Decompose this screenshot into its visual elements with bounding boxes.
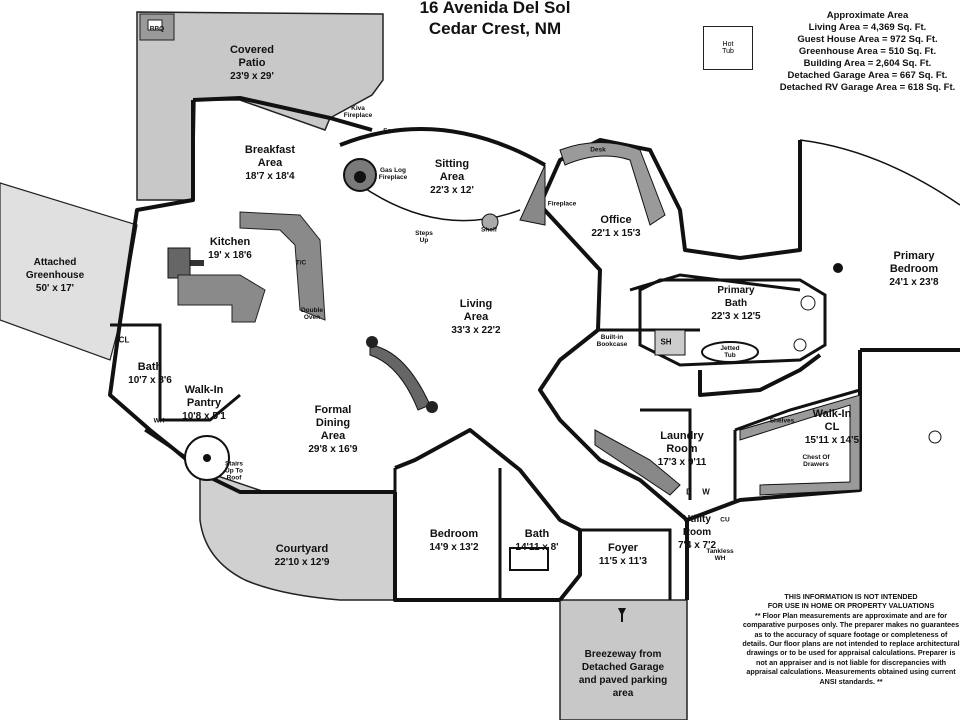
- cu-label: CU: [720, 516, 730, 524]
- disclaimer-body: ** Floor Plan measurements are approxima…: [742, 610, 960, 686]
- disclaimer: THIS INFORMATION IS NOT INTENDED FOR USE…: [742, 592, 960, 686]
- address-line2: Cedar Crest, NM: [428, 19, 562, 38]
- kiva-fireplace-label: Kiva Fireplace: [343, 105, 373, 119]
- builtin-bookcase-label: Built-in Bookcase: [596, 334, 628, 348]
- area-summary: Approximate Area Living Area = 4,369 Sq.…: [775, 10, 960, 94]
- address-line1: 16 Avenida Del Sol: [419, 0, 571, 17]
- laundry-counter: [594, 429, 681, 496]
- washer-label: W: [702, 487, 710, 497]
- room-breezeway: Breezeway from Detached Garage and paved…: [578, 649, 668, 699]
- seat-label: Seat: [383, 127, 397, 135]
- area-line: Building Area = 2,604 Sq. Ft.: [803, 58, 932, 69]
- gas-log-label: Gas Log Fireplace: [378, 167, 408, 181]
- desk-label: Desk: [590, 146, 606, 154]
- shower-label: SH: [660, 337, 672, 347]
- shelf-label: Shelf: [481, 226, 497, 234]
- kitchen-counter: [239, 211, 326, 321]
- disclaimer-heading: THIS INFORMATION IS NOT INTENDED FOR USE…: [767, 592, 935, 611]
- fireplace-label: Fireplace: [547, 200, 577, 208]
- covered-patio-area: [136, 11, 384, 201]
- area-line: Detached Garage Area = 667 Sq. Ft.: [787, 70, 948, 81]
- bbq-label: BBQ: [149, 25, 165, 33]
- office-desk: [559, 142, 666, 226]
- stairs-roof-label: Stairs Up To Roof: [224, 460, 244, 482]
- closet-label: CL: [118, 335, 130, 345]
- dryer-label: D: [686, 487, 692, 497]
- area-line: Greenhouse Area = 510 Sq. Ft.: [798, 46, 937, 57]
- hot-tub-label: Hot Tub: [703, 26, 753, 70]
- area-line: Guest House Area = 972 Sq. Ft.: [797, 34, 938, 45]
- kitchen-island: [177, 274, 266, 323]
- courtyard-area: [199, 468, 396, 601]
- area-line: Detached RV Garage Area = 618 Sq. Ft.: [779, 82, 956, 93]
- office-fireplace: [519, 164, 546, 226]
- compass-icon: [928, 430, 942, 444]
- area-line: Living Area = 4,369 Sq. Ft.: [808, 22, 927, 33]
- bbq-icon: [147, 19, 163, 31]
- area-heading: Approximate Area: [826, 10, 909, 21]
- greenhouse-area: [0, 182, 138, 361]
- double-oven-label: Double Oven: [300, 307, 324, 321]
- tc-label: T/C: [295, 259, 307, 267]
- primary-bath-outline: [638, 278, 827, 367]
- breezeway-area: [559, 599, 688, 720]
- jetted-tub-label: Jetted Tub: [720, 345, 740, 359]
- stove-icon: [167, 247, 191, 279]
- chest-drawers-label: Chest Of Drawers: [802, 454, 830, 468]
- walkin-shelves: [739, 394, 861, 496]
- jetted-tub-icon: [701, 341, 759, 363]
- tankless-label: Tankless WH: [706, 548, 734, 562]
- curved-sofa: [369, 344, 431, 411]
- shelves-label: Shelves: [769, 417, 795, 425]
- water-heater-label: WH: [153, 417, 165, 425]
- steps-up-label: Steps Up: [415, 230, 433, 244]
